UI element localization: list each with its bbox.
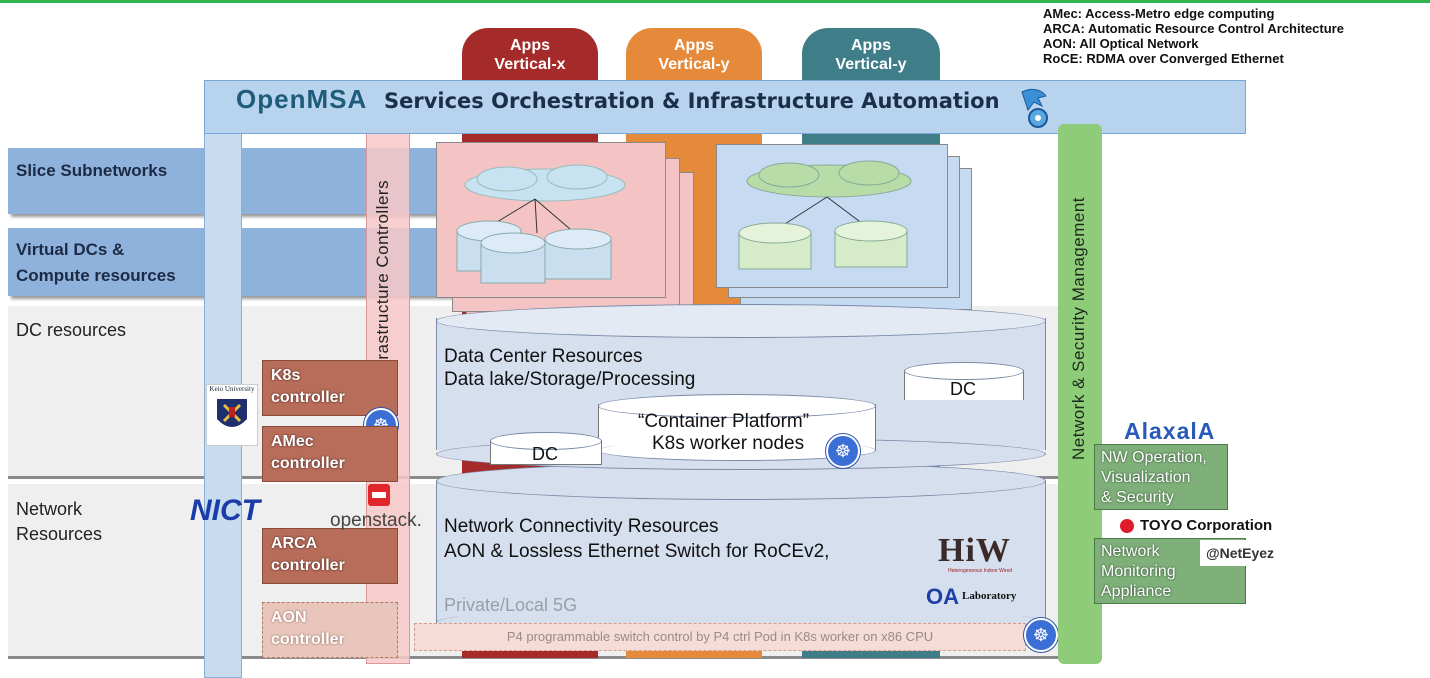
- abbreviation-legend: AMec: Access-Metro edge computing ARCA: …: [1043, 6, 1344, 66]
- nw-operation-box: NW Operation, Visualization & Security: [1094, 444, 1228, 510]
- dc-resources-subtitle: Data lake/Storage/Processing: [444, 369, 696, 390]
- slice-subnetworks-label: Slice Subnetworks: [16, 161, 168, 180]
- dc-cylinder-top: [436, 304, 1046, 338]
- dc-resources-title: Data Center Resources: [444, 346, 643, 367]
- aon-controller-line2: controller: [271, 631, 345, 648]
- legend-amec: AMec: Access-Metro edge computing: [1043, 6, 1275, 21]
- vertical-y2-line1: Apps: [851, 37, 891, 54]
- arca-controller-line1: ARCA: [271, 535, 318, 552]
- vdc-label-line2: Compute resources: [16, 266, 176, 285]
- legend-roce: RoCE: RDMA over Converged Ethernet: [1043, 51, 1284, 66]
- arca-controller-line2: controller: [271, 557, 345, 574]
- openstack-icon: [368, 484, 390, 506]
- vertical-x-line1: Apps: [510, 37, 550, 54]
- vertical-y1-line2: Vertical-y: [658, 56, 730, 73]
- nict-logo: NICT: [190, 494, 260, 527]
- legend-aon: AON: All Optical Network: [1043, 36, 1199, 51]
- toyo-logo-mark: [1120, 519, 1134, 533]
- network-resources-label-line2: Resources: [16, 524, 103, 544]
- network-resources-label-line1: Network: [16, 499, 83, 519]
- container-platform-label: “Container Platform”: [638, 411, 810, 432]
- cloud-shape-part2: [546, 164, 608, 190]
- k8s-controller: K8s controller: [262, 360, 398, 416]
- dc-small-left-top: [490, 432, 602, 450]
- kubernetes-icon: ☸: [826, 434, 860, 468]
- network-monitoring-line3: Appliance: [1101, 583, 1172, 600]
- nw-operation-line3: & Security: [1101, 489, 1174, 506]
- oa-logo: OA: [926, 584, 959, 609]
- neteyez-logo: @NetEyez: [1200, 540, 1280, 566]
- private-5g-label: Private/Local 5G: [444, 595, 578, 615]
- network-connectivity-subtitle: AON & Lossless Ethernet Switch for RoCEv…: [444, 541, 830, 562]
- vdc-label-line1: Virtual DCs &: [16, 240, 125, 259]
- keio-logo-text: Keio University: [209, 385, 255, 393]
- pink-slice-graphic: [456, 164, 626, 284]
- nw-operation-line1: NW Operation,: [1101, 449, 1207, 466]
- k8s-controller-line1: K8s: [271, 367, 301, 384]
- amec-controller-line2: controller: [271, 455, 345, 472]
- link-line: [491, 198, 536, 226]
- hiw-logo: HiW: [938, 532, 1011, 569]
- amec-controller: AMec controller: [262, 426, 398, 482]
- openstack-logo-text: openstack.: [330, 510, 422, 531]
- arca-controller: ARCA controller: [262, 528, 398, 584]
- keio-emblem: [217, 399, 247, 427]
- vertical-y2-line2: Vertical-y: [835, 56, 907, 73]
- node-cylinder-top: [738, 222, 812, 244]
- keio-center: [229, 407, 235, 417]
- gear-hole: [1035, 115, 1041, 121]
- network-monitoring-line1: Network: [1101, 543, 1160, 560]
- infrastructure-controllers-label: Infrastructure Controllers: [373, 179, 392, 380]
- container-platform-top: [598, 394, 876, 418]
- openstack-icon-gap: [372, 492, 386, 498]
- kubernetes-icon: ☸: [1024, 618, 1058, 652]
- alaxala-logo: AlaxalA: [1124, 418, 1216, 444]
- openmsa-logo: OpenMSA: [236, 84, 368, 114]
- aon-controller: AON controller: [262, 602, 398, 658]
- slice-card-blue: [716, 144, 948, 288]
- dc-small-left-label: DC: [532, 444, 558, 464]
- p4-switch-control-bar: P4 programmable switch control by P4 ctr…: [414, 623, 1026, 651]
- k8s-controller-line2: controller: [271, 389, 345, 406]
- cloud-shape-part: [476, 166, 538, 192]
- automation-gear-graphic: [1021, 88, 1048, 128]
- cloud-shape-part: [758, 162, 820, 188]
- network-cylinder-body: [436, 480, 1046, 622]
- hand-shape: [1021, 88, 1047, 112]
- node-cylinder-top: [544, 228, 612, 250]
- oa-laboratory-label: Laboratory: [962, 590, 1017, 602]
- link-line: [534, 198, 538, 234]
- aon-controller-line1: AON: [271, 609, 307, 626]
- node-cylinder-top: [480, 232, 546, 254]
- top-accent-line: [0, 0, 1430, 3]
- network-monitoring-line2: Monitoring: [1101, 563, 1176, 580]
- hiw-logo-sub: Heterogeneous Indoor Wired: [948, 568, 1013, 574]
- dc-resources-label: DC resources: [16, 320, 127, 340]
- blue-slice-graphic: [738, 160, 912, 270]
- container-platform-sublabel: K8s worker nodes: [652, 433, 805, 454]
- automation-gear-icon: [1016, 86, 1052, 130]
- amec-controller-line1: AMec: [271, 433, 314, 450]
- slice-card-pink: [436, 142, 666, 298]
- node-cylinder-top: [834, 220, 908, 242]
- keio-university-logo: Keio University: [206, 384, 258, 446]
- orchestration-title: Services Orchestration & Infrastructure …: [384, 89, 1000, 113]
- vertical-y1-line1: Apps: [674, 37, 714, 54]
- orchestration-left-pillar: [204, 80, 242, 678]
- dc-small-right-label: DC: [950, 379, 976, 399]
- nw-operation-line2: Visualization: [1101, 469, 1191, 486]
- network-connectivity-title: Network Connectivity Resources: [444, 516, 719, 537]
- vertical-x-line2: Vertical-x: [494, 56, 566, 73]
- cloud-shape-part2: [838, 160, 900, 186]
- legend-arca: ARCA: Automatic Resource Control Archite…: [1043, 21, 1344, 36]
- dc-small-right-top: [904, 362, 1024, 380]
- toyo-logo: TOYO Corporation: [1140, 517, 1273, 534]
- network-security-management-label: Network & Security Management: [1069, 197, 1088, 460]
